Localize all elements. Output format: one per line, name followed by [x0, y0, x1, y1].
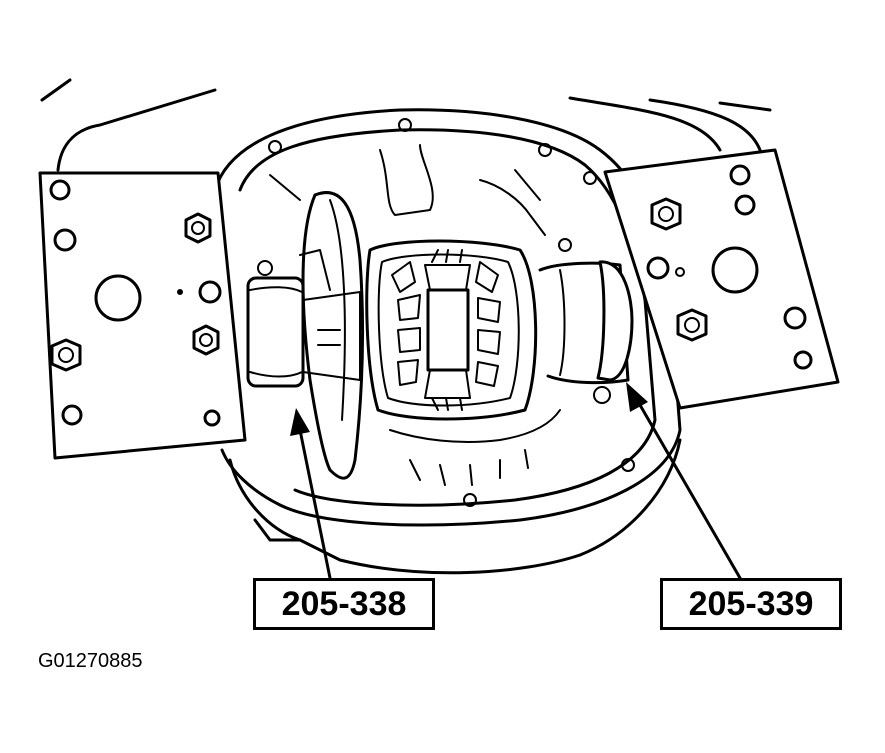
left-plate-bolt-2 — [192, 324, 220, 356]
left-bearing-assembly — [246, 249, 361, 388]
differential-case — [365, 239, 538, 421]
left-tool-plate — [38, 171, 247, 460]
ring-gear — [301, 191, 561, 486]
left-plate-bolt-1 — [184, 212, 212, 244]
right-plate-bolt-2 — [676, 308, 708, 342]
leader-left — [290, 408, 332, 580]
leader-right — [626, 382, 742, 580]
right-bearing-assembly — [538, 260, 634, 385]
left-plate-bolt-3 — [50, 338, 82, 372]
axle-housing-lines — [40, 78, 772, 172]
callout-205-338: 205-338 — [253, 578, 435, 630]
right-plate-bolt-1 — [650, 197, 682, 231]
right-tool-plate — [603, 148, 840, 410]
figure-id: G01270885 — [38, 650, 143, 672]
callout-205-339: 205-339 — [660, 578, 842, 630]
